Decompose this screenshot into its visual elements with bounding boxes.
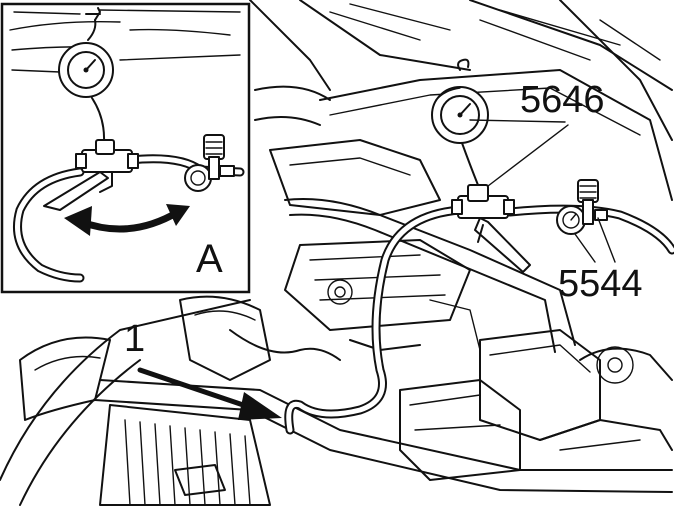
- adapter-gauge-icon: [556, 179, 608, 235]
- label-5646: 5646: [520, 79, 605, 121]
- rotation-arrow-icon: [64, 204, 190, 236]
- inset-valve-icon: [43, 139, 139, 211]
- inset-adapter-gauge-icon: [184, 134, 235, 192]
- pointer-arrow-icon: [137, 367, 282, 420]
- label-1: 1: [124, 318, 145, 360]
- inset-pressure-gauge-icon: [58, 7, 114, 143]
- inset-detail-view: A: [0, 2, 251, 294]
- pressure-hose: [284, 204, 674, 435]
- pressure-gauge-icon: [431, 58, 489, 186]
- inset-label-a: A: [196, 237, 223, 281]
- regulator-valve-icon: [451, 184, 531, 273]
- label-leader-lines: [469, 119, 616, 263]
- label-5544: 5544: [558, 263, 643, 305]
